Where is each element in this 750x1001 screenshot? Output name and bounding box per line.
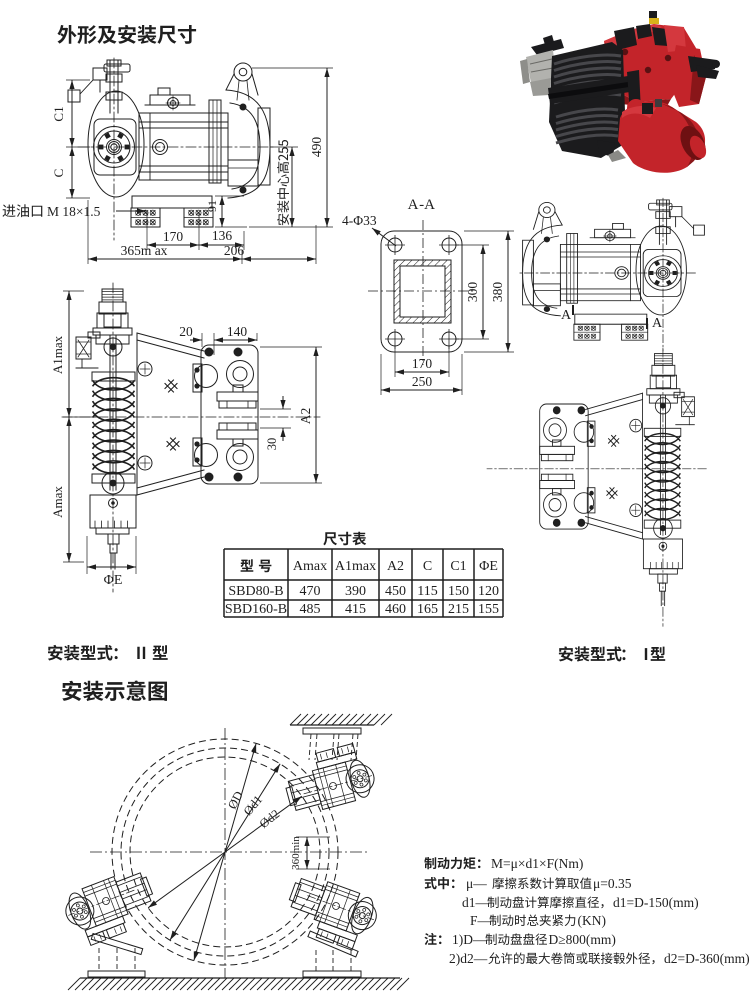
svg-text:155: 155 — [478, 602, 499, 617]
svg-text:D≥800(mm): D≥800(mm) — [549, 932, 616, 947]
svg-text:(KN): (KN) — [578, 913, 607, 928]
svg-text:d1=D-150(mm): d1=D-150(mm) — [613, 895, 699, 910]
svg-text:SBD160-B: SBD160-B — [225, 602, 287, 617]
svg-text:460: 460 — [385, 602, 406, 617]
svg-text:365m ax: 365m ax — [121, 243, 168, 258]
svg-text:450: 450 — [385, 584, 406, 599]
svg-text:170: 170 — [412, 356, 433, 371]
svg-text:4-Φ33: 4-Φ33 — [342, 213, 377, 228]
svg-text:C1: C1 — [450, 559, 466, 574]
svg-text:A: A — [408, 197, 419, 213]
svg-text:206: 206 — [224, 243, 245, 258]
svg-text:390: 390 — [345, 584, 366, 599]
svg-text:91: 91 — [205, 200, 219, 212]
svg-text:ΦE: ΦE — [479, 559, 498, 574]
svg-text:μ=0.35: μ=0.35 — [593, 876, 632, 891]
svg-text:2)d2—: 2)d2— — [449, 951, 488, 966]
svg-text:1)D—: 1)D— — [452, 932, 487, 947]
svg-text:150: 150 — [448, 584, 469, 599]
svg-text:A2: A2 — [387, 559, 404, 574]
svg-text:μ—: μ— — [466, 876, 487, 891]
svg-text:A: A — [652, 316, 663, 331]
svg-text:SBD80-B: SBD80-B — [228, 584, 283, 599]
svg-text:Amax: Amax — [50, 486, 65, 518]
svg-text:170: 170 — [163, 229, 184, 244]
svg-text:30: 30 — [265, 438, 279, 451]
svg-text:360min: 360min — [290, 836, 302, 870]
svg-text:d2=D-360(mm): d2=D-360(mm) — [664, 951, 750, 966]
svg-text:A2: A2 — [298, 408, 313, 425]
svg-text:C: C — [423, 559, 432, 574]
svg-text:136: 136 — [212, 228, 233, 243]
svg-text:20: 20 — [179, 324, 193, 339]
svg-text:A1max: A1max — [50, 335, 65, 374]
svg-text:165: 165 — [417, 602, 438, 617]
svg-text:380: 380 — [490, 282, 505, 303]
svg-text:250: 250 — [412, 374, 433, 389]
svg-text:215: 215 — [448, 602, 469, 617]
svg-text:-A: -A — [419, 197, 435, 213]
svg-text:ΦE: ΦE — [104, 573, 123, 588]
svg-text:470: 470 — [300, 584, 321, 599]
svg-text:A1max: A1max — [335, 559, 376, 574]
svg-text:A: A — [561, 308, 572, 323]
svg-text:d1—: d1— — [462, 895, 490, 910]
svg-text:Amax: Amax — [293, 559, 327, 574]
svg-text:120: 120 — [478, 584, 499, 599]
svg-text:300: 300 — [465, 282, 480, 303]
svg-text:C1: C1 — [51, 106, 66, 121]
svg-text:415: 415 — [345, 602, 366, 617]
svg-text:C: C — [51, 169, 66, 178]
svg-text:M=μ×d1×F(Nm): M=μ×d1×F(Nm) — [491, 856, 583, 871]
svg-text:490: 490 — [309, 137, 324, 158]
svg-text:140: 140 — [227, 324, 248, 339]
svg-text:M 18×1.5: M 18×1.5 — [47, 204, 101, 219]
svg-text:F—: F— — [470, 913, 492, 928]
svg-text:485: 485 — [300, 602, 321, 617]
svg-text:115: 115 — [417, 584, 437, 599]
